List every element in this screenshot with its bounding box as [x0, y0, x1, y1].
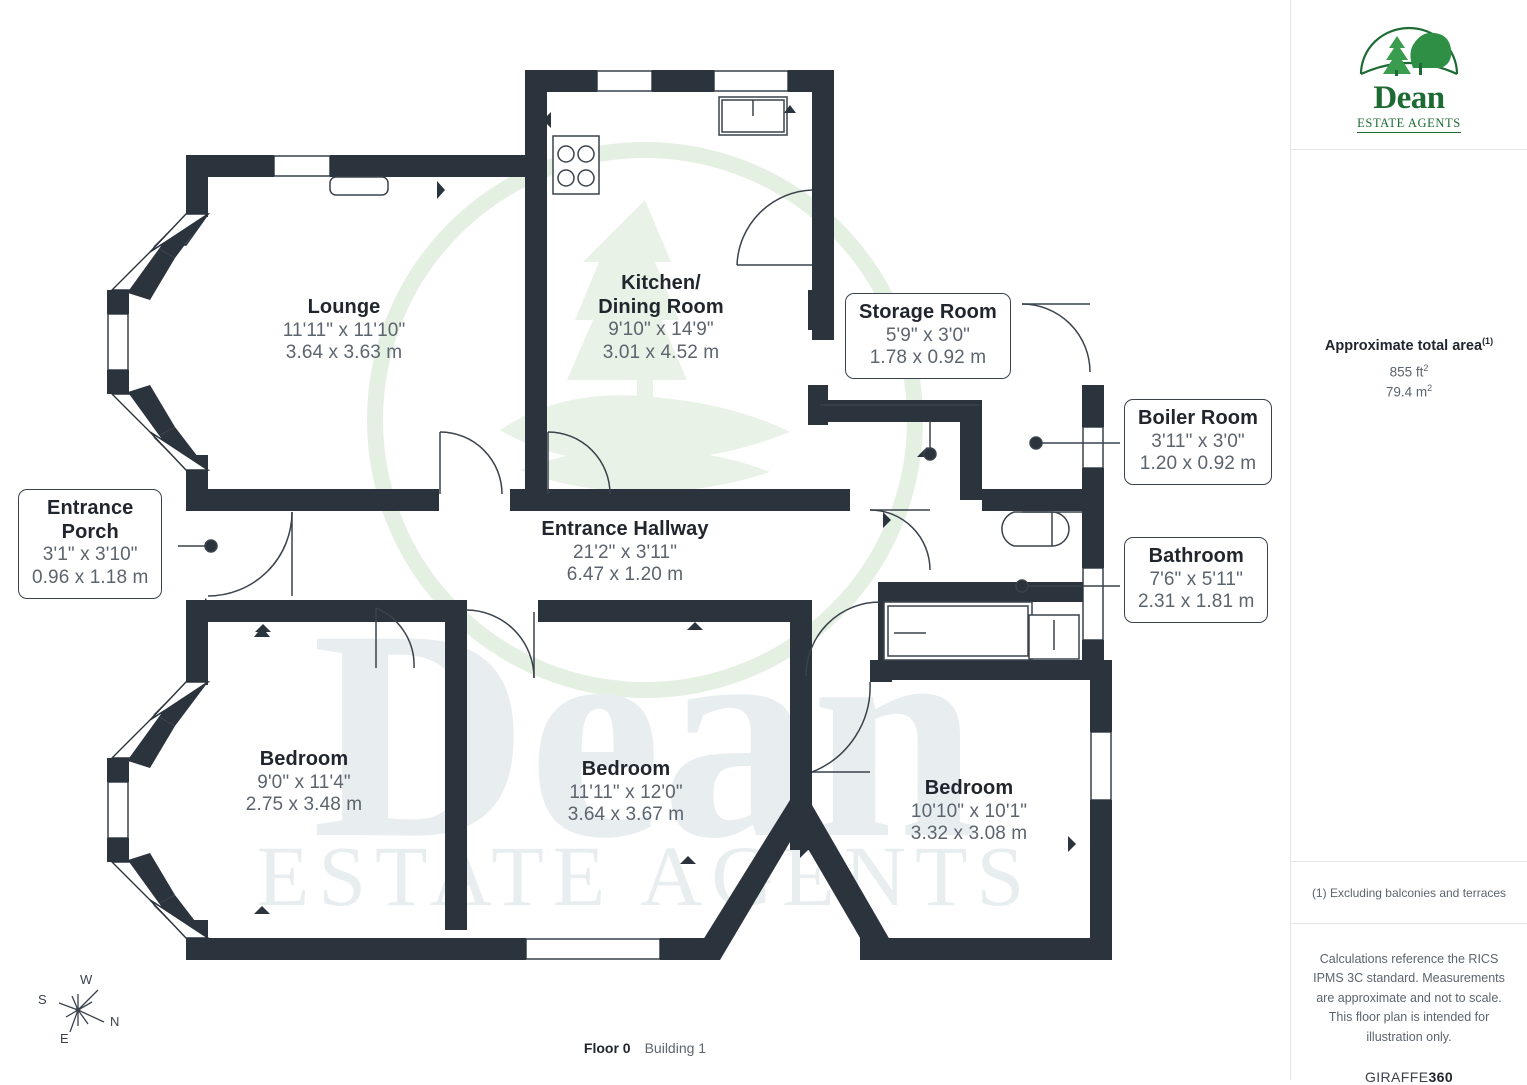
compass-icon [58, 989, 105, 1033]
door-swings [207, 189, 1091, 773]
windows [107, 70, 1112, 960]
giraffe360-brand: GIRAFFE360 [1311, 1069, 1507, 1085]
brand-logo: Dean ESTATE AGENTS [1291, 0, 1527, 150]
floor-label: Floor 0 [583, 1040, 631, 1056]
callout-leaders [178, 420, 1120, 593]
watermark-text: Dean ESTATE AGENTS [257, 568, 1034, 924]
svg-text:ESTATE AGENTS: ESTATE AGENTS [257, 828, 1034, 924]
logo-wordmark: Dean [1373, 79, 1445, 116]
total-area-title: Approximate total area(1) [1291, 336, 1527, 354]
plan-footer: Floor 0 Building 1 [0, 1040, 1290, 1056]
compass-rose: W N E S [26, 962, 136, 1058]
footnote-section: (1) Excluding balconies and terraces [1291, 862, 1527, 924]
area-sqft-exponent: 2 [1423, 362, 1429, 373]
brand-prefix: GIRAFFE [1364, 1068, 1429, 1085]
tree-logo-icon [1359, 26, 1459, 76]
fixtures [329, 96, 1082, 661]
total-area-sqm: 79.4 m2 [1291, 383, 1527, 400]
disclaimer-text: Calculations reference the RICS IPMS 3C … [1313, 952, 1505, 1044]
info-sidebar: Dean ESTATE AGENTS Approximate total are… [1290, 0, 1527, 1085]
floor-plan-canvas[interactable]: Dean ESTATE AGENTS [0, 0, 1290, 1080]
logo-subtitle: ESTATE AGENTS [1357, 116, 1461, 134]
building-label: Building 1 [644, 1040, 707, 1056]
total-area-footnote-marker: (1) [1482, 336, 1494, 346]
compass-label-south: S [38, 992, 47, 1007]
disclaimer-section: Calculations reference the RICS IPMS 3C … [1291, 924, 1527, 1085]
total-area-label: Approximate total area [1324, 337, 1483, 354]
compass-label-west: W [80, 972, 93, 987]
compass-label-north: N [110, 1014, 120, 1029]
compass-label-east: E [60, 1031, 69, 1046]
total-area-section: Approximate total area(1) 855 ft2 79.4 m… [1291, 150, 1527, 862]
area-sqft-value: 855 ft [1389, 364, 1424, 380]
floor-plan-drawing: Dean ESTATE AGENTS [107, 70, 1120, 960]
svg-text:Dean: Dean [312, 568, 979, 900]
footnote-text: (1) Excluding balconies and terraces [1311, 885, 1507, 900]
area-sqm-exponent: 2 [1427, 383, 1433, 394]
total-area-sqft: 855 ft2 [1291, 363, 1527, 380]
brand-suffix: 360 [1428, 1068, 1454, 1085]
area-sqm-value: 79.4 m [1385, 384, 1428, 400]
